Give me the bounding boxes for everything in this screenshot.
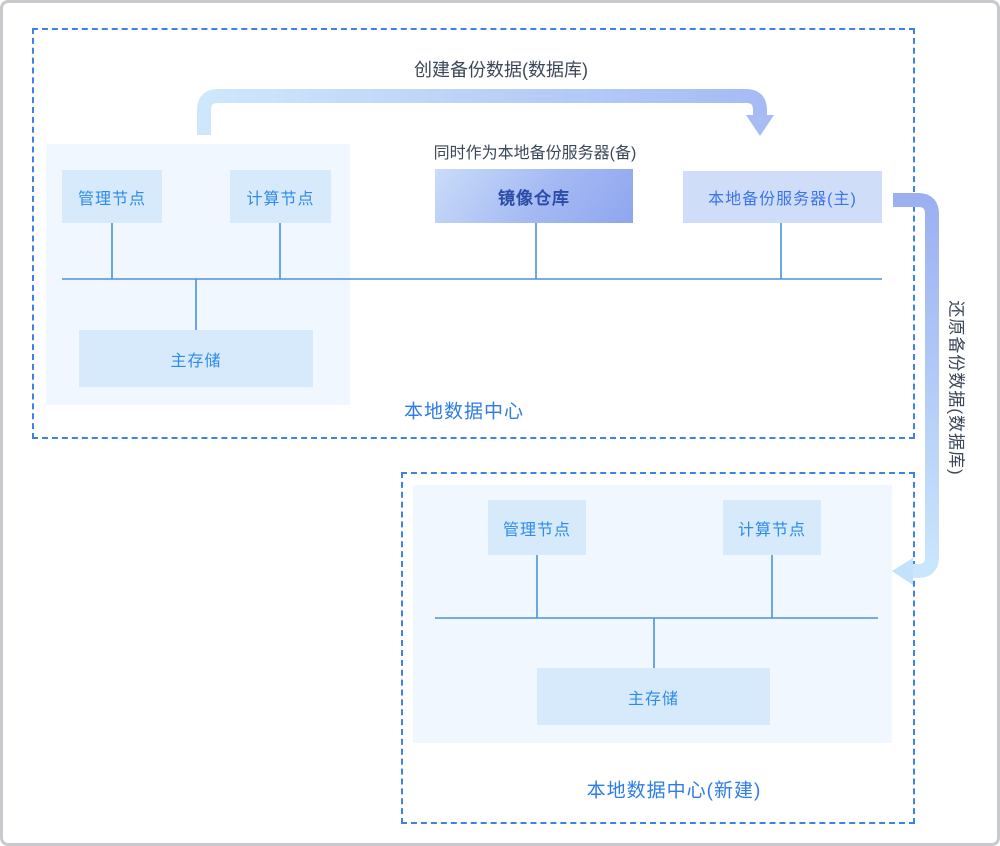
restore-backup-annotation: 还原备份数据(数据库) (946, 300, 966, 476)
node-management-dc2: 管理节点 (488, 500, 586, 555)
datacenter-2-label: 本地数据中心(新建) (586, 780, 762, 802)
node-compute-dc1: 计算节点 (230, 170, 331, 223)
datacenter-1-label: 本地数据中心 (403, 401, 525, 423)
node-mirror-repository-dc1: 镜像仓库 (435, 169, 633, 223)
dual-role-annotation: 同时作为本地备份服务器(备) (433, 145, 637, 162)
node-primary-storage-dc2: 主存储 (537, 668, 770, 725)
node-compute-dc2: 计算节点 (723, 500, 821, 555)
node-management-dc1: 管理节点 (62, 170, 162, 223)
node-primary-storage-dc1: 主存储 (79, 330, 313, 387)
create-backup-annotation: 创建备份数据(数据库) (414, 60, 588, 80)
node-backup-server-primary-dc1: 本地备份服务器(主) (683, 171, 882, 223)
datacenter-2-boundary (401, 472, 915, 824)
